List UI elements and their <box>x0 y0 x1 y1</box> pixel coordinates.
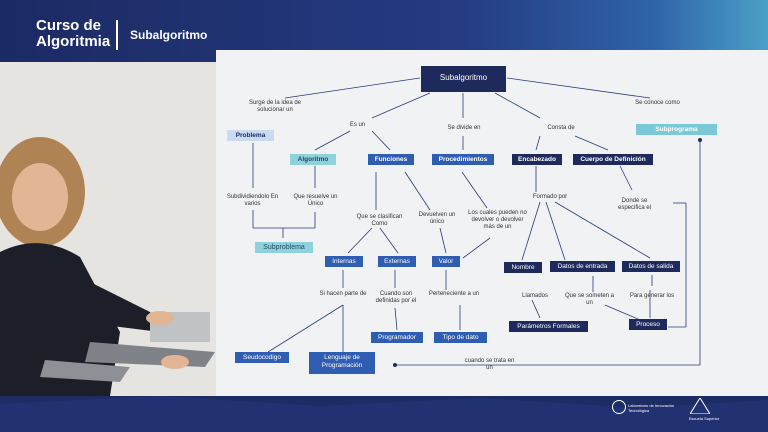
cuando-son-label: Cuando son definidas por el <box>375 291 417 304</box>
formado-por-label: Formado por <box>532 194 568 200</box>
datos-entrada-node: Datos de entrada <box>550 261 615 272</box>
lenguaje-node: Lenguaje de Programación <box>309 352 375 374</box>
se-conoce-label: Se conoce como <box>635 100 680 106</box>
se-divide-label: Se divide en <box>447 125 481 131</box>
problema-node: Problema <box>227 130 274 141</box>
que-se-someten-label: Que se someten a un <box>564 293 615 306</box>
consta-label: Consta de <box>547 125 575 131</box>
root-node: Subalgoritmo <box>421 66 506 92</box>
perteneciente-label: Perteneciente a un <box>428 291 480 297</box>
cuando-se-trata-label: cuando se trata en un <box>464 358 515 371</box>
procedimientos-node: Procedimientos <box>432 154 494 165</box>
que-resuelve-label: Que resuelve un Único <box>293 194 338 207</box>
subproblema-node: Subproblema <box>255 242 313 253</box>
valor-node: Valor <box>432 256 460 267</box>
es-un-label: Es un <box>349 122 366 128</box>
lab-logo-icon <box>612 400 626 414</box>
externas-node: Externas <box>378 256 416 267</box>
lab-logo-text: Laboratorio de Innovación Tecnológica <box>628 403 675 413</box>
section-title: Subalgoritmo <box>130 28 208 42</box>
school-logo-text: Escuela Superior <box>688 416 720 421</box>
los-cuales-label: Los cuales pueden no devolver o devolver… <box>468 210 527 230</box>
subprograma-node: Subprograma <box>636 124 717 135</box>
llamados-label: Llamados <box>521 293 548 299</box>
devuelven-label: Devuelven un único <box>418 212 456 225</box>
surge-label: Surge de la idea de solucionar un <box>248 100 302 113</box>
footer-bar: Laboratorio de Innovación Tecnológica Es… <box>0 396 768 432</box>
encabezado-node: Encabezado <box>512 154 562 165</box>
school-logo-icon <box>689 397 711 415</box>
parametros-node: Parámetros Formales <box>509 321 588 332</box>
cuerpo-node: Cuerpo de Definición <box>573 154 653 165</box>
para-generar-label: Para generar los <box>629 293 675 299</box>
si-hacen-label: Si hacen parte de <box>319 291 367 297</box>
person-typing-photo <box>0 62 216 396</box>
nombre-node: Nombre <box>504 262 542 273</box>
funciones-node: Funciones <box>368 154 414 165</box>
concept-map-panel <box>216 50 768 396</box>
seudocodigo-node: Seudocodigo <box>235 352 289 363</box>
algoritmo-node: Algoritmo <box>290 154 336 165</box>
subdividiendolo-label: Subdividiendolo En varios <box>226 194 279 207</box>
datos-salida-node: Datos de salida <box>622 261 680 272</box>
programador-node: Programador <box>371 332 423 343</box>
proceso-node: Proceso <box>629 319 667 330</box>
tipo-dato-node: Tipo de dato <box>434 332 487 343</box>
que-se-clasifican-label: Que se clasifican Como <box>356 214 403 227</box>
header-divider <box>116 20 118 50</box>
course-title: Curso de Algoritmia <box>36 17 111 50</box>
donde-se-label: Donde se especifica el <box>617 198 652 211</box>
internas-node: Internas <box>325 256 363 267</box>
